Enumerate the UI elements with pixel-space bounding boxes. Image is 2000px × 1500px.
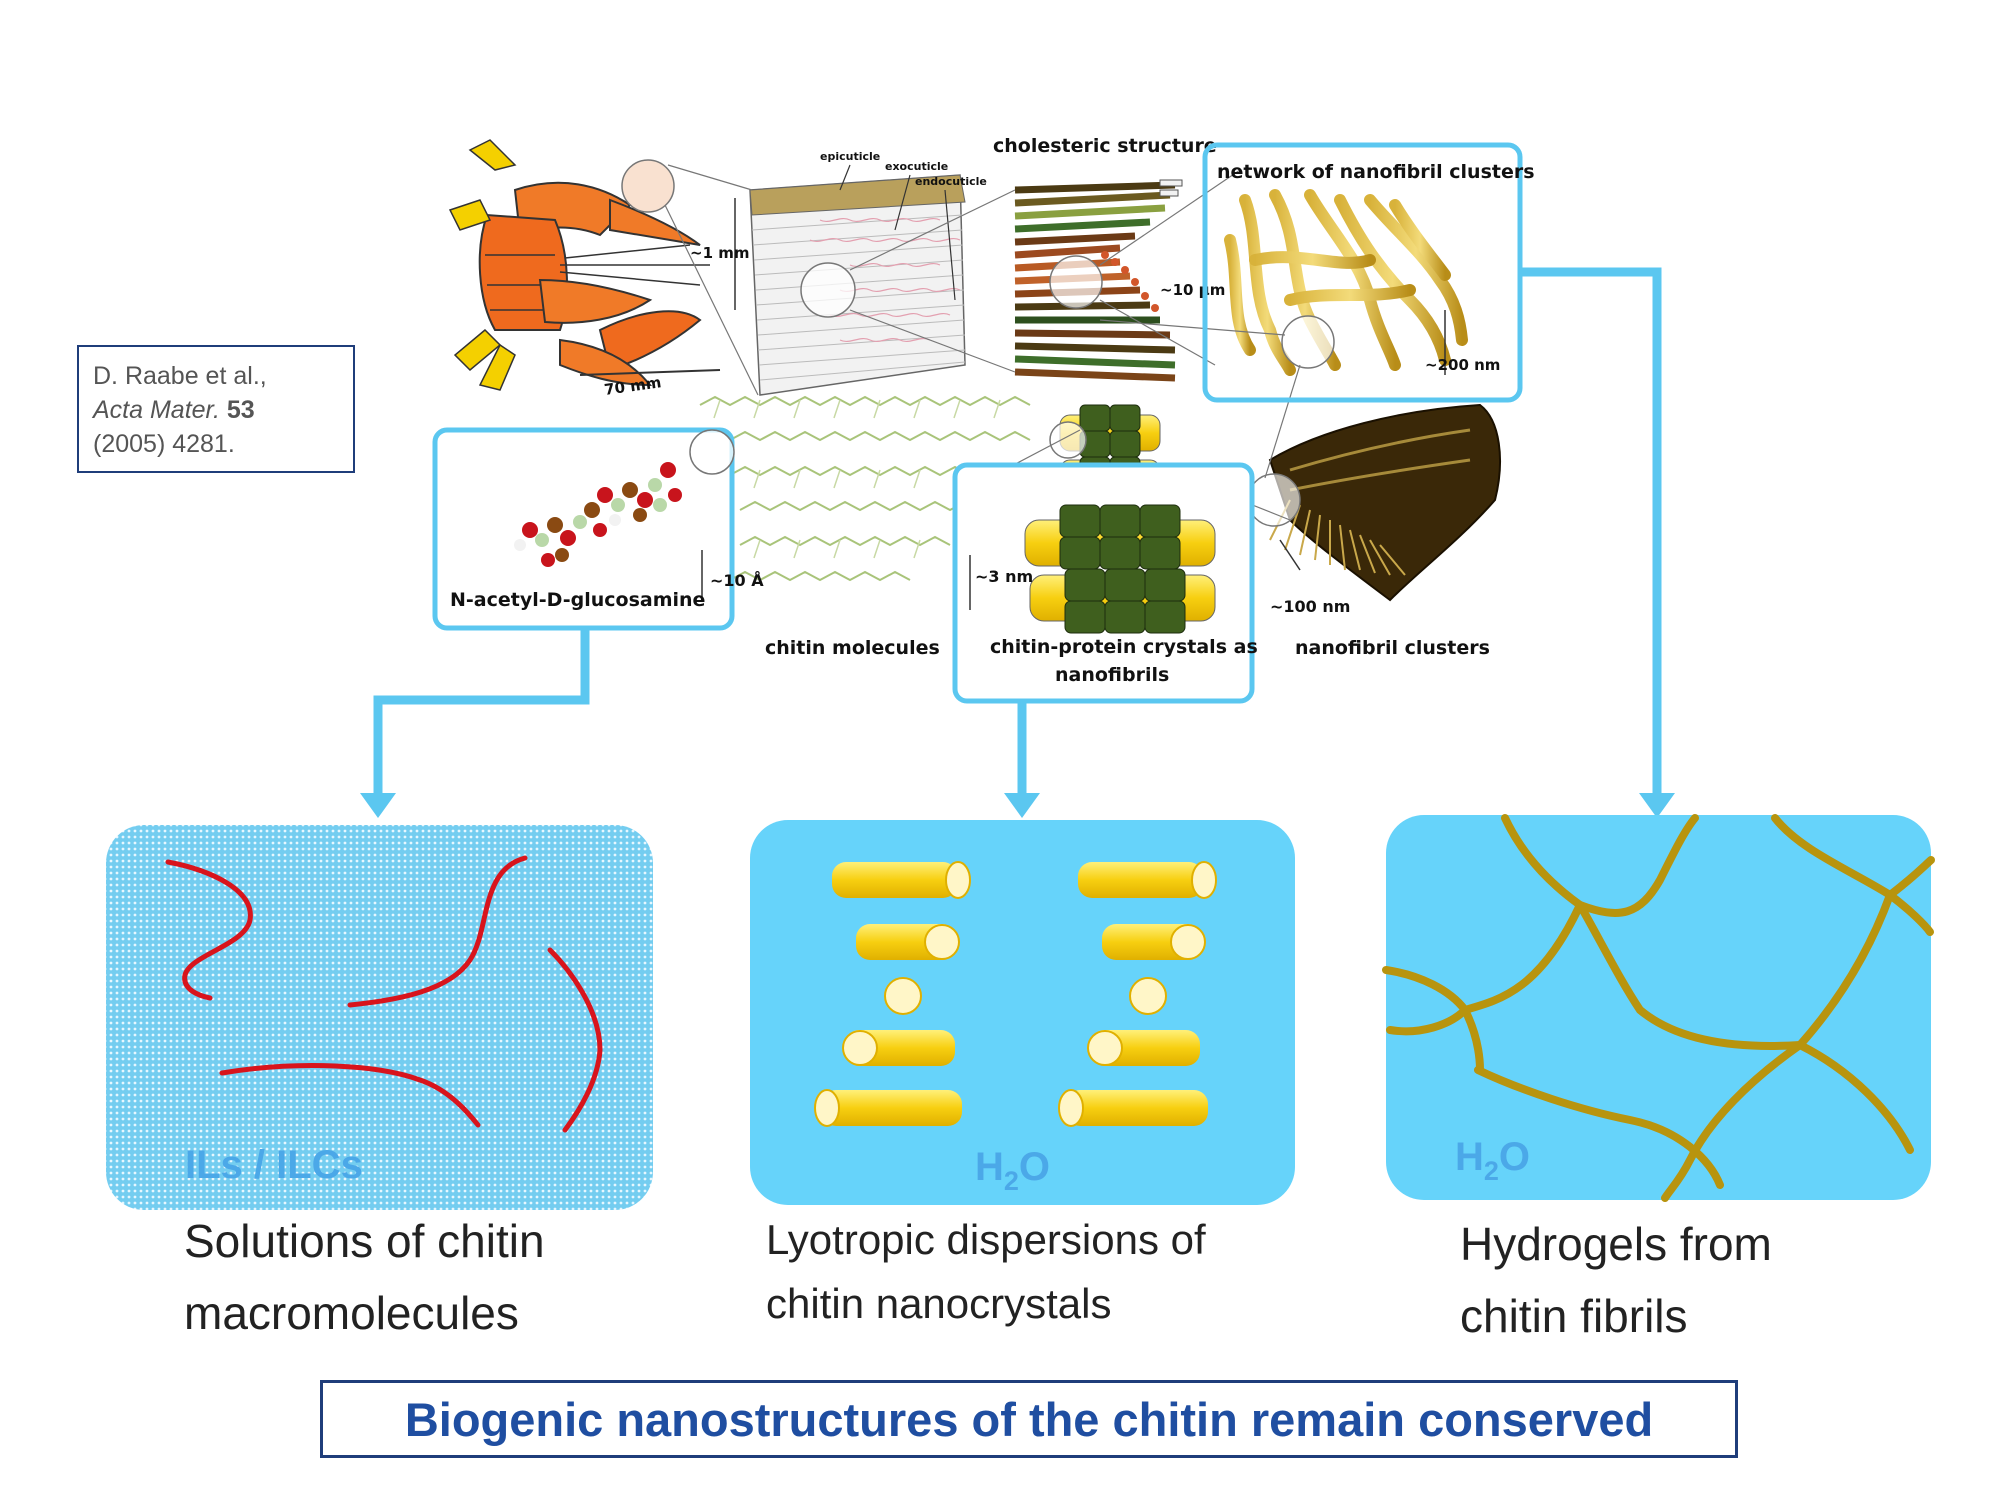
reference-authors: D. Raabe et al., <box>93 362 267 390</box>
arrow-nag-to-solutions <box>373 628 590 795</box>
caption-dispersions-line2: chitin nanocrystals <box>766 1280 1112 1327</box>
nanofibril-clusters-illustration: ~100 nm <box>1247 403 1501 616</box>
network-title-label: network of nanofibril clusters <box>1217 161 1535 183</box>
conclusion-text: Biogenic nanostructures of the chitin re… <box>404 1392 1654 1446</box>
epicuticle-label: epicuticle <box>820 150 880 163</box>
box-crystals: ~3 nm chitin-protein crystals as nanofib… <box>952 462 1258 704</box>
reference-year-page: (2005) 4281. <box>93 430 235 458</box>
panel-hydrogels: H2O <box>1382 814 1935 1202</box>
nag-molecule-illustration <box>514 462 682 567</box>
endocuticle-label: endocuticle <box>915 175 987 188</box>
caption-solutions: Solutions of chitin macromolecules <box>184 1205 545 1349</box>
scale-200nm-label: ~200 nm <box>1425 356 1500 374</box>
network-illustration: ~200 nm <box>1224 189 1500 376</box>
chitin-chains <box>165 855 603 1133</box>
scale-1mm-label: ~1 mm <box>690 244 750 262</box>
cholesteric-label: cholesteric structure <box>993 135 1217 157</box>
caption-solutions-line2: macromolecules <box>184 1287 519 1339</box>
scale-10A-label: ~10 Å <box>710 571 764 590</box>
scale-10um-label: ~10 µm <box>1160 281 1225 299</box>
cuticle-block: ~1 mm epicuticle exocuticle endocuticle <box>690 150 987 396</box>
chitin-molecules-illustration <box>699 395 1031 582</box>
nanocrystals <box>814 861 1217 1127</box>
arrow-network-to-hydrogels <box>1520 267 1662 795</box>
reference-volume: 53 <box>226 396 255 424</box>
lobster-illustration: 70 mm <box>448 139 721 399</box>
reference-journal: Acta Mater. <box>93 396 220 424</box>
panel-solutions: ILs / ILCs <box>106 825 653 1210</box>
panel-dispersions: H2O <box>750 820 1295 1205</box>
scale-100nm-label: ~100 nm <box>1270 597 1350 616</box>
medium-label-water-3: H2O <box>1455 1135 1530 1186</box>
nanofibril-clusters-label: nanofibril clusters <box>1295 637 1490 659</box>
caption-hydrogels-line1: Hydrogels from <box>1460 1218 1772 1270</box>
caption-solutions-line1: Solutions of chitin <box>184 1215 545 1267</box>
fibril-network <box>1382 814 1935 1202</box>
caption-hydrogels-line2: chitin fibrils <box>1460 1290 1688 1342</box>
reference-citation: D. Raabe et al., Acta Mater. 53 (2005) 4… <box>77 345 355 473</box>
chitin-molecules-label: chitin molecules <box>765 637 940 659</box>
medium-label-water-2: H2O <box>975 1145 1050 1196</box>
box-nag: ~10 Å N-acetyl-D-glucosamine <box>432 427 764 631</box>
caption-dispersions-line1: Lyotropic dispersions of <box>766 1216 1206 1263</box>
figure-connector-lines <box>664 164 1301 521</box>
cholesteric-structure: cholesteric structure ~10 µm <box>993 135 1225 382</box>
exocuticle-label: exocuticle <box>885 160 948 173</box>
conclusion-banner: Biogenic nanostructures of the chitin re… <box>320 1380 1738 1458</box>
crystal-illustration <box>1024 504 1216 634</box>
arrow-heads <box>360 793 1675 818</box>
caption-hydrogels: Hydrogels from chitin fibrils <box>1460 1208 1772 1352</box>
flow-arrows <box>373 267 1662 795</box>
scale-3nm-label: ~3 nm <box>975 567 1033 586</box>
nag-label: N-acetyl-D-glucosamine <box>450 589 705 611</box>
caption-dispersions: Lyotropic dispersions of chitin nanocrys… <box>766 1208 1206 1336</box>
crystals-label-line2: nanofibrils <box>1055 664 1169 686</box>
crystals-label-line1: chitin-protein crystals as <box>990 636 1258 658</box>
medium-label-ils: ILs / ILCs <box>185 1143 363 1187</box>
